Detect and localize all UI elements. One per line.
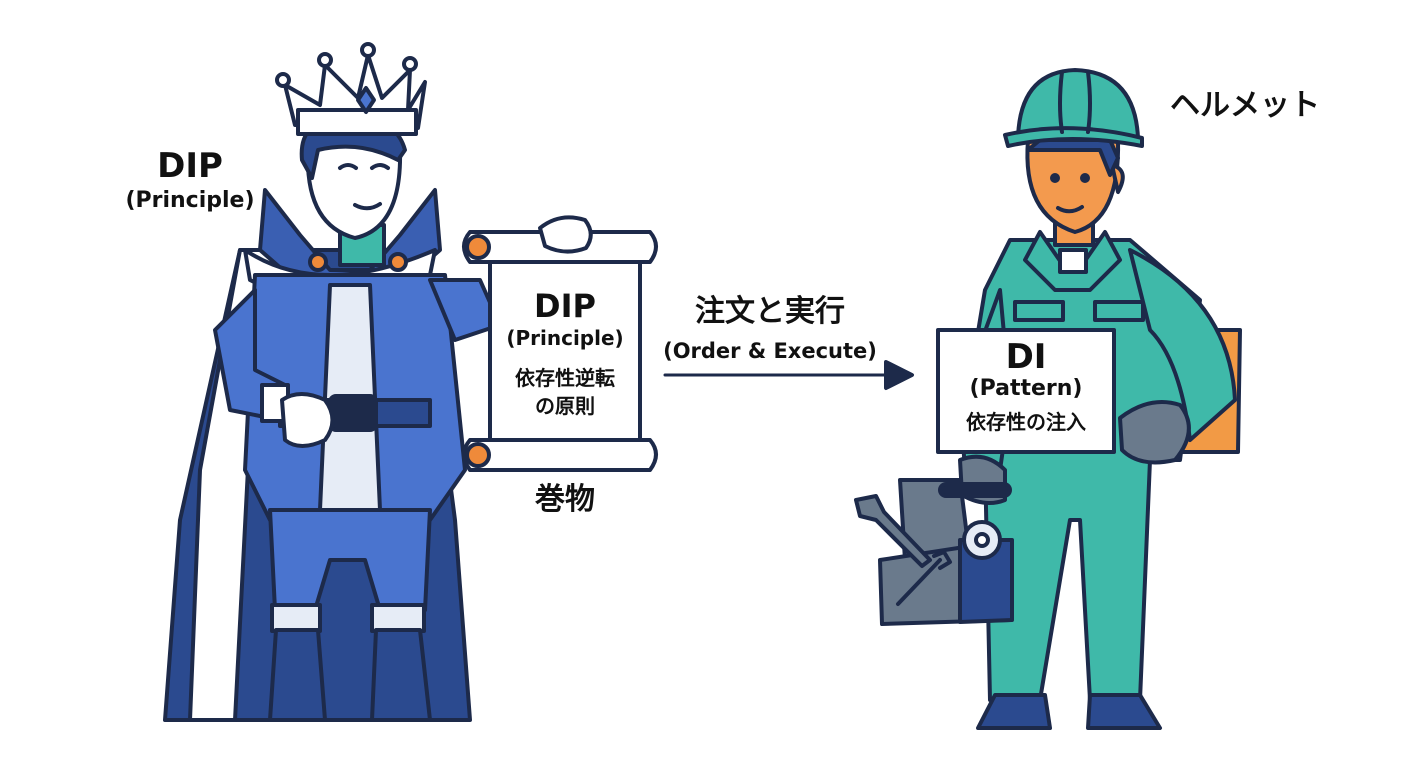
worker-pocket-left [1013, 300, 1065, 322]
king-right-boot [370, 628, 432, 722]
wrench-icon-2 [896, 550, 952, 606]
king-left-boot [268, 628, 327, 722]
king-subtitle-label: (Principle) [125, 188, 255, 213]
king-brooch-left [308, 252, 328, 272]
crown-band [296, 108, 418, 136]
worker-pocket-right [1093, 300, 1145, 322]
di-sign-title: DI [1005, 337, 1047, 377]
wrench-icon [854, 494, 932, 568]
helmet-label: ヘルメット [1170, 88, 1320, 123]
scroll-icon [462, 215, 658, 472]
arrow-japanese-label: 注文と実行 [695, 294, 845, 329]
di-sign-board [936, 328, 1116, 454]
king-left-boot-cuff [270, 603, 322, 633]
helmet-ridge [1058, 70, 1092, 134]
arrow-head [884, 360, 914, 390]
scroll-top-knob [465, 234, 491, 260]
worker-eye-right [1080, 173, 1090, 183]
crown-tip-2 [317, 52, 333, 68]
king-brooch-right [388, 252, 408, 272]
scroll-subtitle: (Principle) [506, 326, 624, 350]
worker-right-shoe [1086, 693, 1162, 730]
king-smile [353, 202, 382, 211]
scroll-paper [488, 246, 642, 460]
helmet-icon [1016, 68, 1140, 140]
order-arrow [663, 360, 914, 390]
worker-right-arm [1128, 248, 1237, 442]
scroll-japanese: 依存性逆転 の原則 [515, 366, 615, 418]
di-sign-japanese: 依存性の注入 [966, 410, 1086, 434]
di-sign-subtitle: (Pattern) [969, 376, 1083, 401]
worker-undershirt [1058, 248, 1088, 274]
toolbox-icon [854, 478, 1014, 626]
king-belt-buckle [328, 394, 378, 432]
scroll-bottom-knob [465, 442, 491, 468]
helmet-brim [1003, 126, 1144, 148]
king-left-fist [280, 392, 335, 448]
crown-tip-4 [402, 56, 418, 72]
king-eye-right [370, 163, 390, 170]
toolbox-handle [938, 482, 1012, 498]
scroll-bottom-roll [462, 438, 658, 472]
gear-center [974, 532, 990, 548]
king-figure [163, 42, 502, 722]
crown-tip-3 [360, 42, 376, 58]
crown-tip-1 [275, 72, 291, 88]
king-right-boot-cuff [370, 603, 426, 633]
scroll-caption-label: 巻物 [535, 482, 595, 517]
scroll-title: DIP [534, 287, 596, 325]
king-right-hand [538, 215, 593, 254]
crown-jewel [356, 86, 376, 114]
worker-eye-left [1050, 173, 1060, 183]
worker-left-shoe [976, 693, 1052, 730]
king-eye-left [338, 163, 358, 170]
arrow-english-label: (Order & Execute) [663, 339, 877, 363]
worker-smile [1056, 205, 1084, 214]
king-title-label: DIP [157, 146, 223, 186]
worker-right-glove [1118, 400, 1191, 465]
